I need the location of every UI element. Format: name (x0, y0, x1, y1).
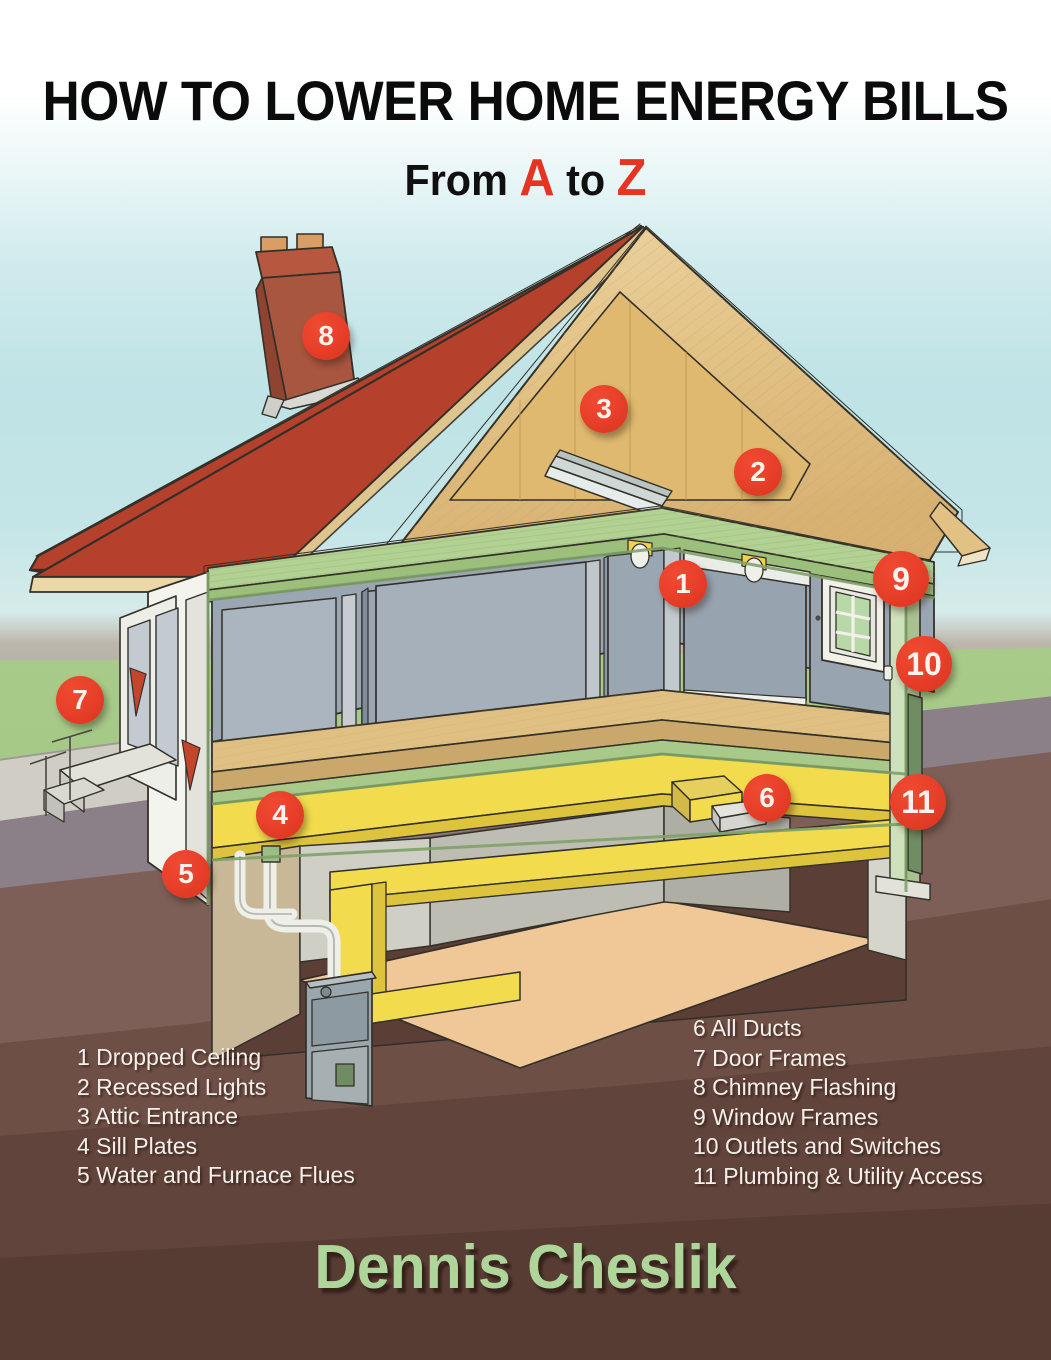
legend-item: 5 Water and Furnace Flues (77, 1162, 355, 1188)
callout-badge-10[interactable]: 10 (896, 636, 952, 692)
subtitle-prefix: From (404, 156, 520, 205)
legend-item: 2 Recessed Lights (77, 1073, 267, 1100)
callout-badge-2[interactable]: 2 (734, 448, 782, 496)
callout-badge-4[interactable]: 4 (256, 791, 304, 839)
legend-item: 1 Dropped Ceiling (77, 1044, 262, 1070)
author-name: Dennis Cheslik (314, 1233, 737, 1302)
callout-badge-9[interactable]: 9 (873, 551, 929, 607)
callout-number: 5 (178, 858, 194, 889)
legend-item: 11 Plumbing & Utility Access (693, 1162, 983, 1189)
callout-number: 2 (750, 456, 766, 487)
callout-number: 1 (675, 568, 691, 599)
legend-item: 3 Attic Entrance (77, 1103, 239, 1129)
callout-number: 4 (272, 799, 288, 830)
page-title: HOW TO LOWER HOME ENERGY BILLS (42, 69, 1009, 132)
callout-number: 3 (596, 393, 612, 424)
callout-badge-8[interactable]: 8 (302, 312, 350, 360)
subtitle-letter-z: Z (616, 149, 647, 207)
subtitle-letter-a: A (519, 149, 555, 207)
callout-badge-6[interactable]: 6 (743, 774, 791, 822)
callout-number: 11 (901, 784, 935, 820)
callout-number: 9 (892, 561, 910, 597)
legend-item: 9 Window Frames (693, 1103, 879, 1130)
legend-item: 8 Chimney Flashing (693, 1074, 897, 1100)
page-subtitle: From A to Z (32, 148, 1020, 208)
callout-number: 7 (72, 684, 88, 715)
legend-right-column: 6 All Ducts 7 Door Frames 8 Chimney Flas… (693, 1014, 983, 1191)
callout-badge-7[interactable]: 7 (56, 676, 104, 724)
callout-badge-1[interactable]: 1 (659, 560, 707, 608)
callout-badge-5[interactable]: 5 (162, 850, 210, 898)
callout-badge-3[interactable]: 3 (580, 385, 628, 433)
legend-item: 10 Outlets and Switches (693, 1133, 942, 1159)
callout-number: 6 (759, 782, 775, 813)
callout-badge-11[interactable]: 11 (890, 774, 946, 830)
callout-number: 8 (318, 320, 334, 351)
legend-item: 4 Sill Plates (77, 1132, 198, 1159)
callout-number: 10 (906, 646, 942, 682)
legend-left-column: 1 Dropped Ceiling 2 Recessed Lights 3 At… (77, 1043, 355, 1191)
legend-item: 7 Door Frames (693, 1044, 847, 1071)
legend-item: 6 All Ducts (693, 1015, 802, 1041)
subtitle-mid: to (554, 156, 617, 205)
